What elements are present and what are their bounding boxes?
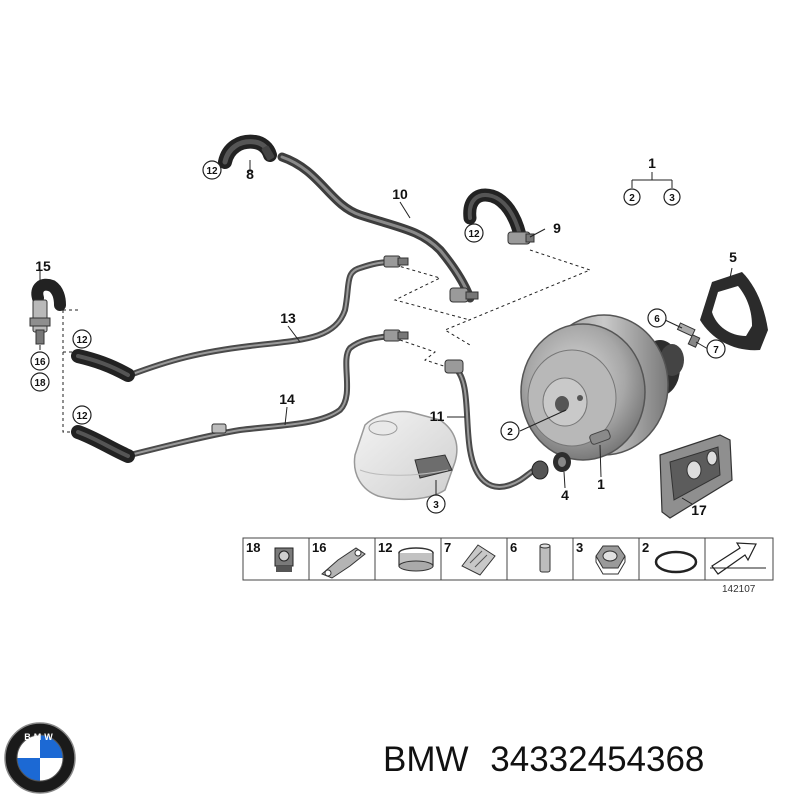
hose-10 bbox=[277, 152, 475, 303]
circled-callout-6: 6 bbox=[647, 308, 667, 328]
svg-text:12: 12 bbox=[468, 229, 480, 240]
svg-text:3: 3 bbox=[433, 500, 439, 511]
part-brand-line: BMW 34332454368 bbox=[383, 740, 793, 786]
circled-callout-2: 2 bbox=[500, 421, 520, 441]
hose-13 bbox=[71, 255, 409, 382]
svg-text:16: 16 bbox=[34, 357, 46, 368]
hose-9 bbox=[463, 188, 535, 245]
hose-8 bbox=[218, 134, 277, 169]
circled-callout-3-group: 3 bbox=[663, 188, 681, 206]
circled-callout-3: 3 bbox=[426, 494, 446, 514]
callout-5: 5 bbox=[729, 249, 737, 265]
svg-text:18: 18 bbox=[34, 378, 46, 389]
strip-item-18: 18 bbox=[246, 540, 294, 572]
svg-text:12: 12 bbox=[206, 166, 218, 177]
callout-9: 9 bbox=[553, 220, 561, 236]
direction-arrow-icon bbox=[710, 542, 766, 575]
reservoir-tank bbox=[353, 410, 458, 501]
callout-1: 1 bbox=[597, 476, 605, 492]
callout-10: 10 bbox=[392, 186, 408, 202]
bmw-logo-text: BMW bbox=[24, 732, 56, 742]
connector-fitting bbox=[449, 287, 479, 303]
circled-callout-7: 7 bbox=[706, 339, 726, 359]
strip-item-2: 2 bbox=[642, 540, 698, 574]
svg-text:2: 2 bbox=[629, 193, 635, 204]
svg-text:16: 16 bbox=[312, 540, 326, 555]
circled-callout-12-a: 12 bbox=[202, 160, 222, 180]
callout-15: 15 bbox=[35, 258, 51, 274]
hose-14 bbox=[71, 329, 409, 463]
svg-text:3: 3 bbox=[669, 193, 675, 204]
diagram-ref-code: 142107 bbox=[722, 584, 756, 595]
parts-6-7-bolts bbox=[676, 322, 701, 348]
callout-labels: 1 8 10 9 5 15 13 14 11 4 1 17 2 3 12 12 bbox=[30, 155, 737, 518]
svg-text:6: 6 bbox=[654, 314, 660, 325]
part-15-fitting bbox=[29, 278, 66, 345]
callout-11: 11 bbox=[430, 408, 445, 424]
circled-callout-18: 18 bbox=[30, 372, 50, 392]
parts-strip: 18 16 12 7 6 bbox=[242, 537, 774, 595]
svg-text:7: 7 bbox=[444, 540, 451, 555]
callout-13: 13 bbox=[280, 310, 296, 326]
callout-4: 4 bbox=[561, 487, 569, 503]
svg-text:2: 2 bbox=[642, 540, 649, 555]
part-5-gasket bbox=[700, 272, 768, 351]
strip-item-12: 12 bbox=[378, 540, 434, 572]
callout-8: 8 bbox=[246, 166, 254, 182]
part-number: 34332454368 bbox=[490, 740, 705, 779]
hose-11 bbox=[444, 359, 543, 490]
circled-callout-12-d: 12 bbox=[72, 405, 92, 425]
part-4-grommet bbox=[531, 452, 571, 480]
circled-callout-16: 16 bbox=[30, 351, 50, 371]
guide-lines bbox=[62, 249, 592, 433]
strip-item-7: 7 bbox=[444, 540, 496, 576]
callout-1-group: 1 bbox=[648, 155, 656, 171]
circled-callout-12-c: 12 bbox=[72, 329, 92, 349]
brake-booster bbox=[520, 314, 684, 461]
svg-text:12: 12 bbox=[76, 335, 88, 346]
strip-item-6: 6 bbox=[510, 540, 551, 573]
svg-text:2: 2 bbox=[507, 427, 513, 438]
circled-callout-2-group: 2 bbox=[623, 188, 641, 206]
svg-text:7: 7 bbox=[713, 345, 719, 356]
callout-17: 17 bbox=[691, 502, 707, 518]
circled-callout-12-b: 12 bbox=[464, 223, 484, 243]
bmw-logo-icon: BMW bbox=[4, 722, 76, 794]
svg-text:12: 12 bbox=[76, 411, 88, 422]
svg-text:6: 6 bbox=[510, 540, 517, 555]
svg-text:3: 3 bbox=[576, 540, 583, 555]
svg-text:12: 12 bbox=[378, 540, 392, 555]
strip-item-16: 16 bbox=[312, 540, 366, 579]
svg-text:18: 18 bbox=[246, 540, 260, 555]
strip-item-3: 3 bbox=[576, 540, 626, 575]
part-17-bracket bbox=[659, 434, 733, 519]
brand-name: BMW bbox=[383, 740, 469, 779]
callout-14: 14 bbox=[279, 391, 295, 407]
